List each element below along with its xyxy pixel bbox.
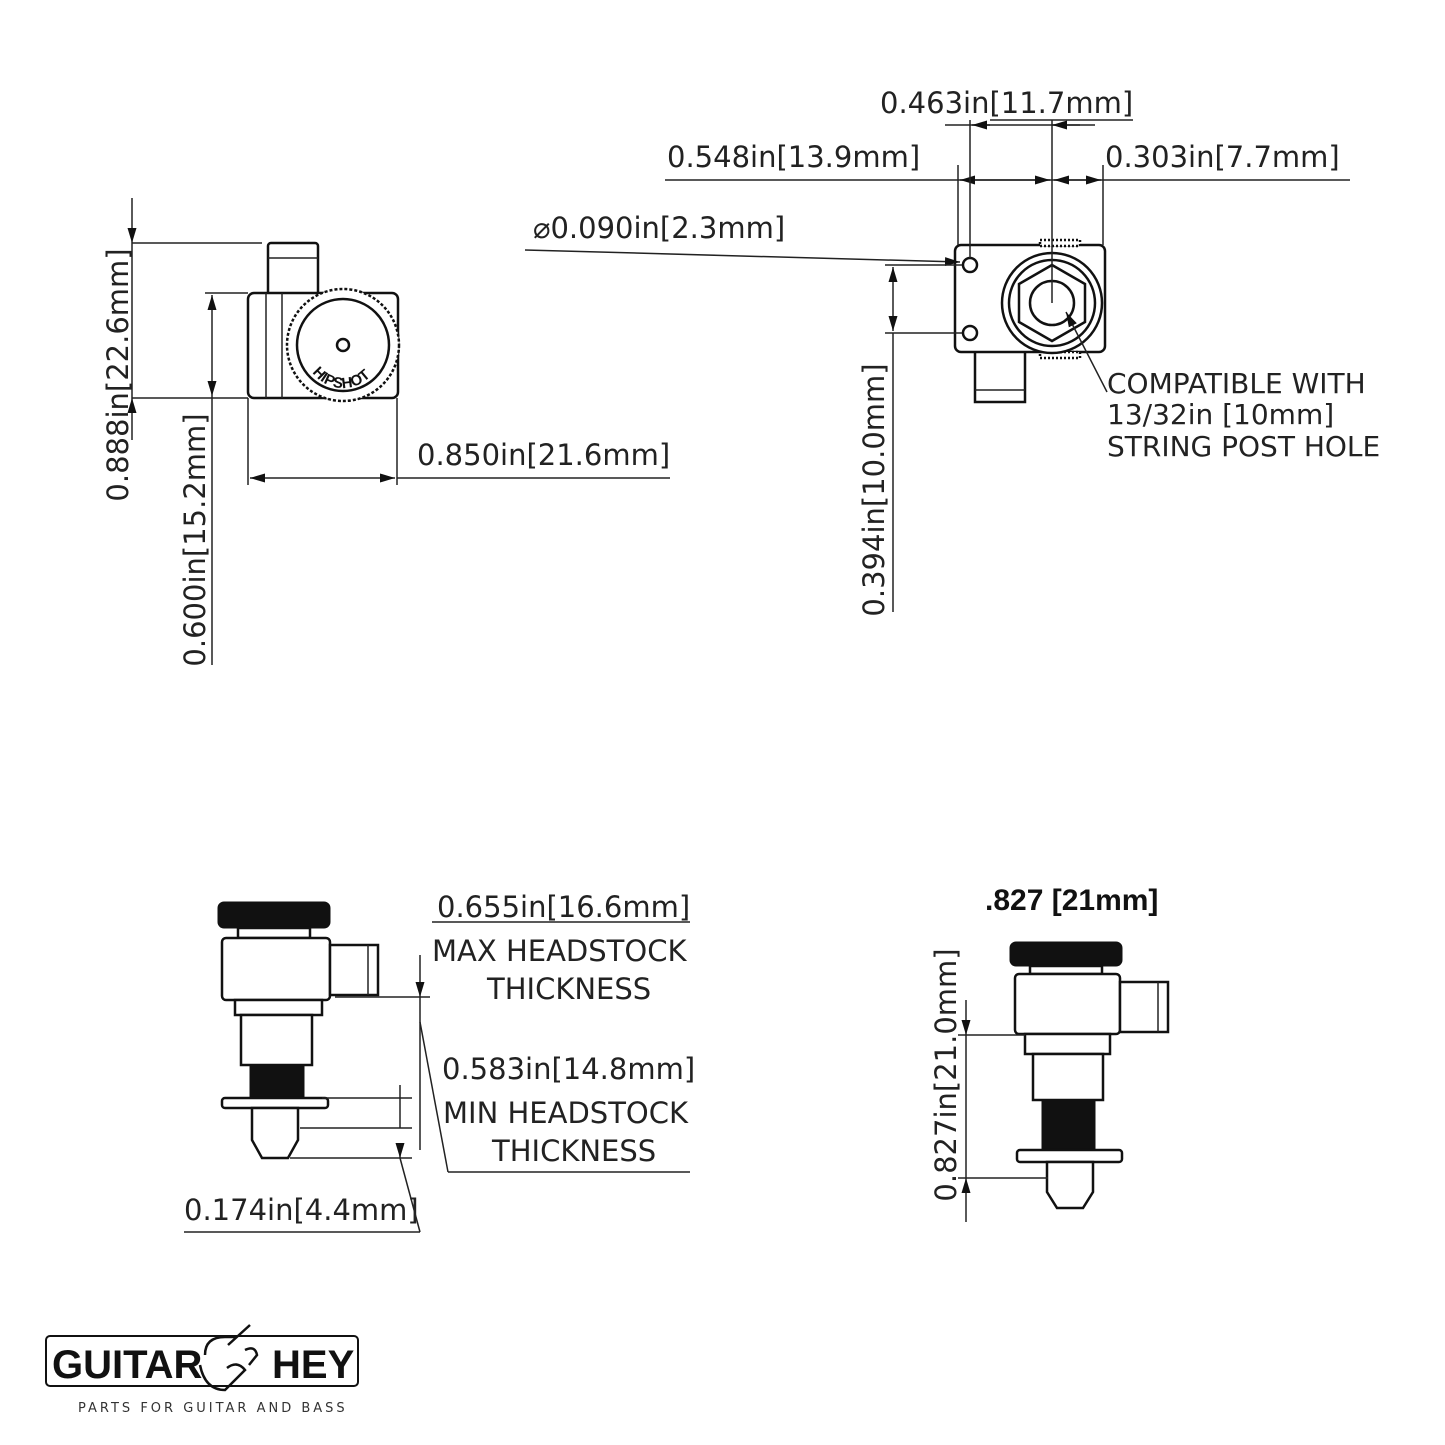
dim-height-body: 0.600in[15.2mm] [178,413,212,666]
dim-right: 0.303in[7.7mm] [1105,140,1340,174]
dim-max-headstock: 0.655in[16.6mm] [437,890,690,924]
dim-post-offset: 0.463in[11.7mm] [880,86,1133,120]
top-left-view: HIPSHOT 0.888in[22.6mm] 0.600in[15.2mm] … [101,198,670,667]
dim-left: 0.548in[13.9mm] [667,140,920,174]
tuner-top-drawing [953,238,1107,404]
dim-hole-spacing: 0.394in[10.0mm] [857,363,891,616]
max-headstock-label-1: MAX HEADSTOCK [432,934,687,968]
tuner-side-drawing: HIPSHOT [246,241,401,403]
compatibility-note-line-3: STRING POST HOLE [1107,430,1380,463]
logo-brand-right: HEY [272,1343,355,1387]
compatibility-note-line-1: COMPATIBLE WITH [1107,367,1366,400]
tuner-front-drawing-2 [1009,941,1170,1210]
guitarhey-logo: GUITAR HEY PARTS FOR GUITAR AND BASS [45,1324,359,1416]
bottom-right-view: .827 [21mm] 0.827in[21.0mm] [929,884,1170,1222]
dim-width: 0.850in[21.6mm] [417,438,670,472]
dim-height-total: 0.888in[22.6mm] [101,248,135,501]
dim-hole-diameter: ⌀0.090in[2.3mm] [533,211,785,245]
min-headstock-label-1: MIN HEADSTOCK [443,1096,689,1130]
top-right-view: 0.463in[11.7mm] 0.548in[13.9mm] 0.303in[… [524,86,1380,617]
dim-height-827: 0.827in[21.0mm] [929,948,963,1201]
logo-brand-left: GUITAR [52,1343,202,1387]
logo-tagline: PARTS FOR GUITAR AND BASS [78,1401,348,1416]
rock-hand-icon [198,1324,259,1392]
compatibility-note-line-2: 13/32in [10mm] [1107,398,1334,431]
bottom-left-view: 0.655in[16.6mm] MAX HEADSTOCK THICKNESS … [184,890,695,1233]
min-headstock-label-2: THICKNESS [491,1134,656,1168]
max-headstock-label-2: THICKNESS [486,972,651,1006]
bottom-right-title: .827 [21mm] [985,884,1158,917]
tuner-front-drawing [217,901,380,1160]
dim-min-headstock: 0.583in[14.8mm] [442,1052,695,1086]
dim-nut-height: 0.174in[4.4mm] [184,1193,419,1227]
